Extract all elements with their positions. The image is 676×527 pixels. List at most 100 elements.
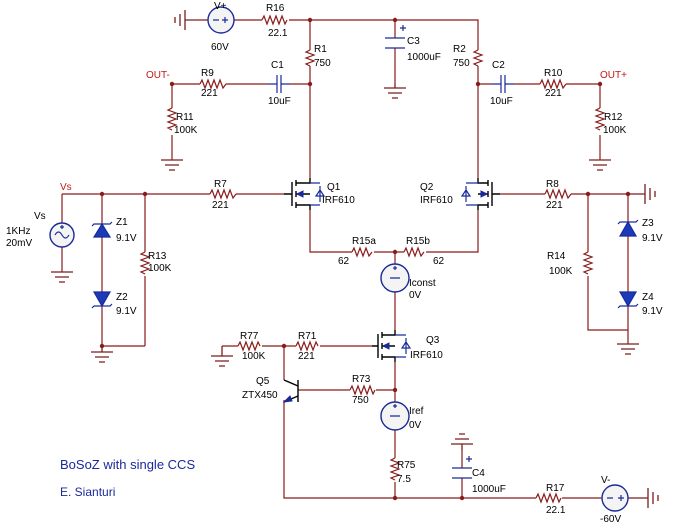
- iconst-value: 0V: [409, 290, 422, 301]
- q3-label: Q3: [426, 335, 440, 346]
- source-vplus-symbol: [194, 6, 240, 34]
- resistor-r15a-symbol: [351, 246, 373, 258]
- resistor-r1-symbol: [304, 49, 316, 67]
- r16-value: 22.1: [268, 28, 288, 39]
- r9-label: R9: [201, 68, 214, 79]
- zener-z4-symbol: [617, 291, 639, 309]
- ground-vplus-icon: [174, 10, 194, 30]
- resistor-r14-symbol: [582, 251, 594, 275]
- c4-value: 1000uF: [472, 484, 506, 495]
- mosfet-q1-symbol: [284, 178, 326, 210]
- resistor-r13-symbol: [139, 251, 151, 275]
- r75-label: R75: [397, 460, 416, 471]
- r1-label: R1: [314, 44, 327, 55]
- r12-label: R12: [604, 112, 623, 123]
- source-iref-symbol: [380, 401, 410, 431]
- out-minus-net-label: OUT-: [146, 70, 170, 81]
- r13-value: 100K: [148, 263, 172, 274]
- r9-value: 221: [201, 88, 218, 99]
- r11-value: 100K: [174, 125, 198, 136]
- bjt-q5-symbol: [282, 379, 299, 403]
- r7-label: R7: [214, 179, 227, 190]
- z4-value: 9.1V: [642, 306, 663, 317]
- capacitor-c3-symbol: [385, 25, 406, 49]
- resistor-r16-symbol: [261, 14, 288, 26]
- r16-label: R16: [266, 3, 285, 14]
- zener-z2-symbol: [91, 291, 113, 309]
- r15a-value: 62: [338, 256, 350, 267]
- junction-dots: [99, 17, 631, 501]
- r15a-label: R15a: [352, 236, 376, 247]
- source-vminus-symbol: [600, 484, 629, 512]
- vs-net-label: Vs: [60, 182, 72, 193]
- r13-label: R13: [148, 251, 167, 262]
- c4-label: C4: [472, 468, 485, 479]
- ground-r12-icon: [589, 159, 611, 171]
- c1-value: 10uF: [268, 96, 291, 107]
- ground-z2-icon: [91, 346, 113, 363]
- vplus-value: 60V: [211, 42, 229, 53]
- c1-label: C1: [271, 60, 284, 71]
- q3-type: IRF610: [410, 350, 443, 361]
- capacitors: [268, 25, 514, 479]
- caption-author: E. Sianturi: [60, 485, 115, 499]
- resistor-r2-symbol: [472, 49, 484, 67]
- z3-value: 9.1V: [642, 233, 663, 244]
- vs-source-frequency: 1KHz: [6, 226, 30, 237]
- iconst-label: Iconst: [409, 278, 436, 289]
- ground-symbols: [51, 10, 659, 508]
- z1-value: 9.1V: [116, 233, 137, 244]
- r15b-value: 62: [433, 256, 445, 267]
- resistor-r8-symbol: [544, 188, 572, 200]
- capacitor-c1-symbol: [268, 75, 290, 93]
- sources: [49, 6, 629, 512]
- z2-label: Z2: [116, 292, 128, 303]
- ground-right-input-icon: [628, 184, 656, 204]
- r10-value: 221: [545, 88, 562, 99]
- c2-value: 10uF: [490, 96, 513, 107]
- resistor-r7-symbol: [209, 188, 237, 200]
- r77-value: 100K: [242, 351, 266, 362]
- r8-value: 221: [546, 200, 563, 211]
- resistors: [139, 14, 606, 504]
- resistor-r15b-symbol: [403, 246, 425, 258]
- caption: BoSoZ with single CCS E. Sianturi: [60, 457, 195, 499]
- source-vs-symbol: [49, 222, 75, 248]
- ground-c4-icon: [451, 433, 473, 450]
- resistor-r12-symbol: [594, 107, 606, 131]
- z2-value: 9.1V: [116, 306, 137, 317]
- resistor-r75-symbol: [389, 457, 401, 481]
- r1-value: 750: [314, 58, 331, 69]
- vs-source-name: Vs: [34, 211, 46, 222]
- iref-value: 0V: [409, 420, 422, 431]
- resistor-r73-symbol: [349, 384, 376, 396]
- r14-value: 100K: [549, 266, 573, 277]
- resistor-r11-symbol: [166, 107, 178, 131]
- vplus-name: V+: [214, 1, 227, 12]
- r17-label: R17: [546, 483, 565, 494]
- r11-label: R11: [176, 112, 194, 123]
- capacitor-c2-symbol: [492, 75, 514, 93]
- vminus-value: -60V: [600, 514, 621, 525]
- iref-label: Iref: [409, 406, 424, 417]
- mosfet-q2-symbol: [460, 178, 500, 210]
- q2-label: Q2: [420, 182, 434, 193]
- ground-c3-icon: [384, 84, 406, 99]
- c2-label: C2: [492, 60, 505, 71]
- r8-label: R8: [546, 179, 559, 190]
- capacitor-c4-symbol: [452, 456, 472, 479]
- z3-label: Z3: [642, 218, 654, 229]
- r10-label: R10: [544, 68, 563, 79]
- q1-label: Q1: [327, 182, 341, 193]
- ground-r77-icon: [211, 346, 233, 367]
- out-plus-net-label: OUT+: [600, 70, 627, 81]
- ground-vs-icon: [51, 271, 73, 283]
- zener-z1-symbol: [91, 221, 113, 238]
- resistor-r17-symbol: [535, 492, 562, 504]
- r73-label: R73: [352, 374, 371, 385]
- ground-vminus-icon: [628, 488, 659, 508]
- q1-type: IRF610: [322, 195, 355, 206]
- ground-z4-icon: [617, 343, 639, 355]
- q5-type: ZTX450: [242, 390, 278, 401]
